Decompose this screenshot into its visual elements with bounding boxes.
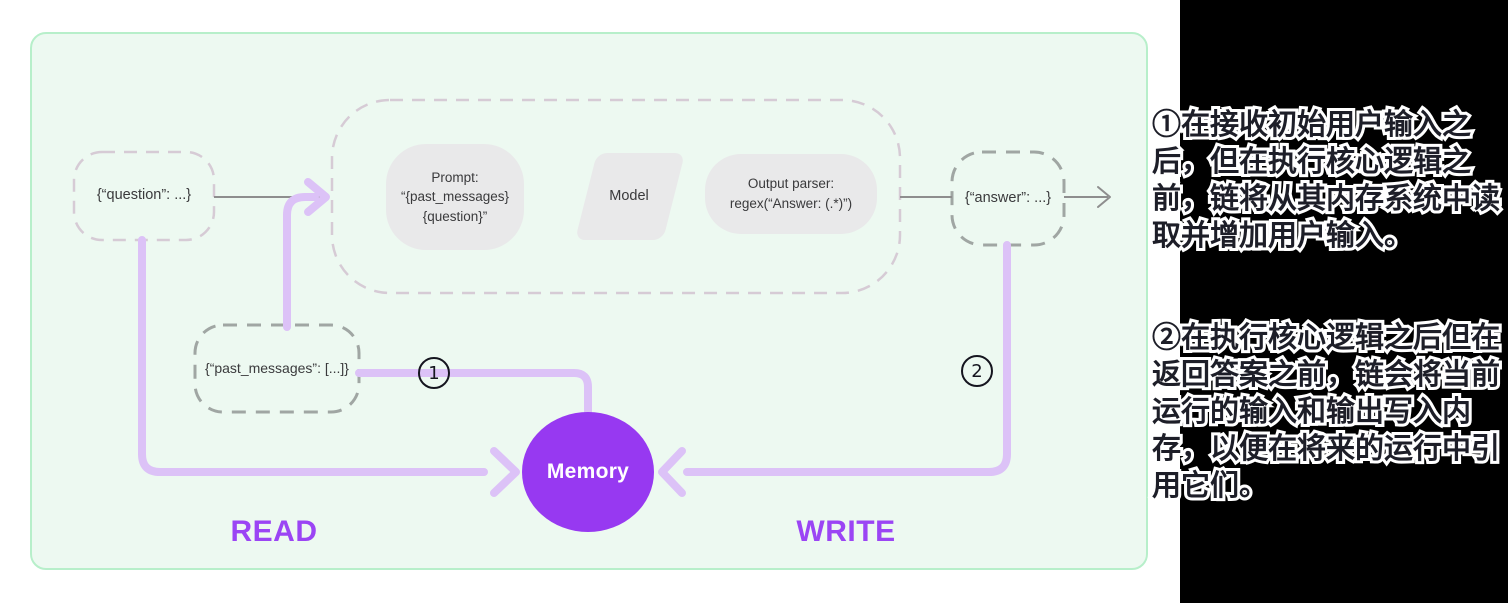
past-messages-node-label: {“past_messages”: [...]} (205, 360, 349, 377)
past-messages-to-chain-arrowhead (304, 178, 330, 216)
memory-read-link-path (355, 369, 592, 417)
connector-layer (72, 98, 1111, 497)
prompt-node-shape (386, 144, 524, 250)
memory-flow-diagram: {“question”: ...} Prompt: “{past_message… (30, 32, 1148, 570)
annotation-step-2: ②在执行核心逻辑之后但在返回答案之前，链会将当前运行的输入和输出写入内存，以便在… (1149, 319, 1503, 505)
read-arrowhead (490, 447, 520, 497)
question-node-label: {“question”: ...} (96, 187, 192, 204)
read-label: READ (230, 515, 318, 548)
step-2-number: 2 (971, 360, 983, 382)
read-path (138, 236, 488, 476)
step-1-number: 1 (428, 362, 440, 384)
write-label: WRITE (796, 515, 896, 548)
write-arrowhead (658, 447, 686, 497)
prompt-node-label: Prompt: “{past_messages} {question}” (400, 169, 510, 224)
memory-node-label: Memory (546, 460, 630, 483)
annotation-panel: ①在接收初始用户输入之后，但在执行核心逻辑之前，链将从其内存系统中读取并增加用户… (1149, 0, 1508, 603)
output-parser-node-label: Output parser: regex(“Answer: (.*)”) (729, 176, 853, 211)
output-parser-node-shape (705, 154, 877, 234)
answer-node-label: {“answer”: ...} (964, 189, 1052, 206)
model-node-label: Model (609, 187, 649, 204)
answer-output-arrowhead (1097, 186, 1111, 208)
write-path (683, 241, 1011, 476)
step-2-marker: 2 (961, 355, 993, 387)
step-1-marker: 1 (418, 357, 450, 389)
memory-node: Memory (522, 412, 654, 532)
past-messages-node-outline (193, 323, 361, 414)
annotation-step-1: ①在接收初始用户输入之后，但在执行核心逻辑之前，链将从其内存系统中读取并增加用户… (1149, 106, 1503, 255)
past-messages-to-chain-path (283, 193, 319, 331)
